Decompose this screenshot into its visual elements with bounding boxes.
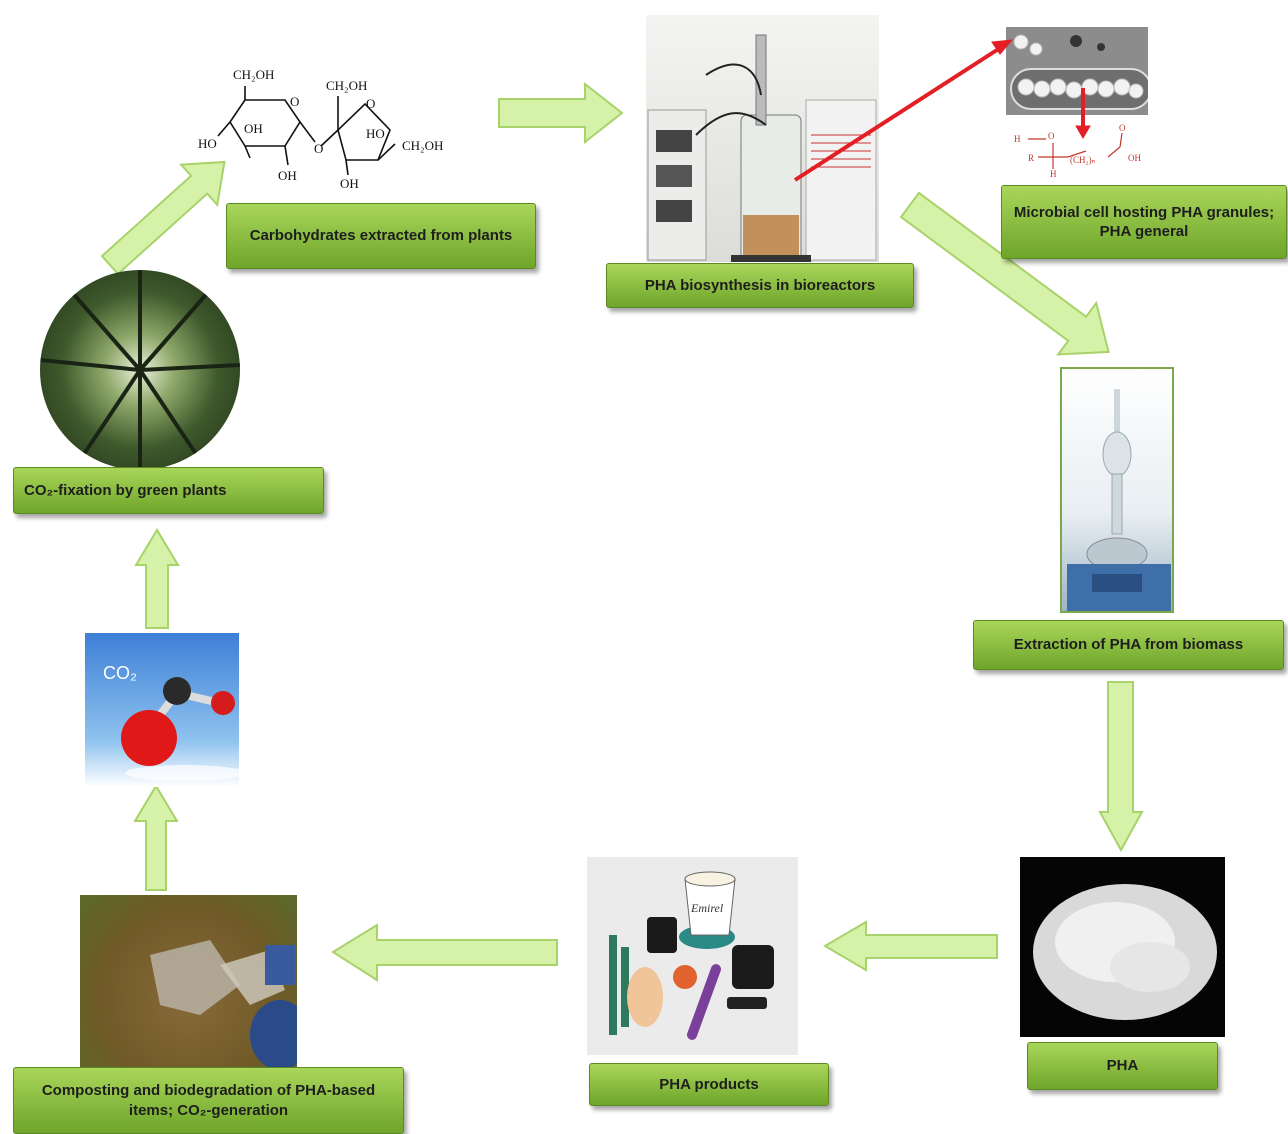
svg-text:(CH₂)ₙ: (CH₂)ₙ xyxy=(1070,155,1096,165)
composting-label: Composting and biodegradation of PHA-bas… xyxy=(13,1067,404,1134)
ch2oh-top-right: CH₂OH xyxy=(326,78,367,93)
svg-text:O: O xyxy=(1048,131,1055,141)
pha-powder-photo xyxy=(1020,857,1225,1037)
biosynthesis-label: PHA biosynthesis in bioreactors xyxy=(606,263,914,308)
arrow-products-to-composting xyxy=(331,923,558,982)
svg-text:O: O xyxy=(1119,123,1126,133)
pha-general-formula: H O R (CH₂)ₙ O OH H xyxy=(1014,123,1141,179)
arrow-plants-to-carbohydrates xyxy=(100,160,226,276)
svg-text:OH: OH xyxy=(1128,153,1141,163)
bridge-oxygen: O xyxy=(314,141,323,156)
sucrose-structure: CH₂OH CH₂OH CH₂OH HO OH OH OH HO O O O xyxy=(198,67,443,191)
pha-products-label: PHA products xyxy=(589,1063,829,1106)
ho-left: HO xyxy=(198,136,217,151)
ch2oh-top-left: CH₂OH xyxy=(233,67,274,82)
svg-text:R: R xyxy=(1028,153,1034,163)
pha-products-photo: Emirel xyxy=(587,857,798,1055)
svg-text:H: H xyxy=(1014,134,1021,144)
pha-label: PHA xyxy=(1027,1042,1218,1090)
bioreactor-photo xyxy=(646,15,879,262)
co2-molecule-picture: CO₂ xyxy=(85,633,239,787)
oh-ring: OH xyxy=(244,121,263,136)
carbohydrates-label: Carbohydrates extracted from plants xyxy=(226,203,536,269)
ring-oxygen-2: O xyxy=(366,96,375,111)
arrow-co2-to-plants xyxy=(134,528,180,629)
arrow-sugar-to-bioreactor xyxy=(498,81,624,145)
ch2oh-right: CH₂OH xyxy=(402,138,443,153)
oh-bottom-2: OH xyxy=(340,176,359,191)
forest-canopy-photo xyxy=(40,270,240,470)
svg-text:H: H xyxy=(1050,169,1057,179)
arrow-extraction-to-pha xyxy=(1098,681,1144,853)
composting-photo xyxy=(80,895,297,1067)
oh-bottom-1: OH xyxy=(278,168,297,183)
cup-label: Emirel xyxy=(690,901,724,915)
arrow-pha-to-products xyxy=(823,920,998,972)
extraction-apparatus-photo xyxy=(1060,367,1174,613)
ho-right-ring: HO xyxy=(366,126,385,141)
co2-picture-label: CO₂ xyxy=(103,663,137,683)
arrow-composting-to-co2 xyxy=(133,784,179,891)
arrow-bioreactor-to-extraction xyxy=(899,191,1110,356)
extraction-label: Extraction of PHA from biomass xyxy=(973,620,1284,670)
microbial-cell-label: Microbial cell hosting PHA granules; PHA… xyxy=(1001,185,1287,259)
ring-oxygen-1: O xyxy=(290,94,299,109)
microbial-cell-micrograph xyxy=(1006,27,1148,115)
co2-fixation-label: CO₂-fixation by green plants xyxy=(13,467,324,514)
